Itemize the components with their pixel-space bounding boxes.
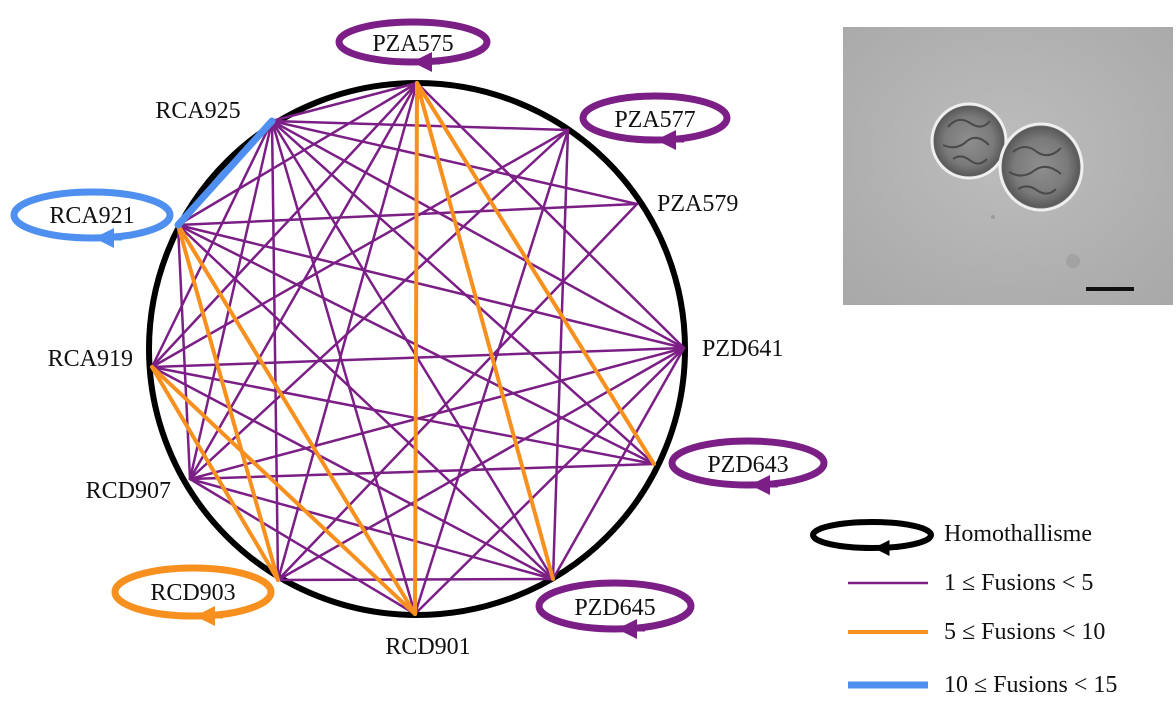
edge-PZA575-PZD645 bbox=[415, 81, 555, 581]
node-label-PZD641: PZD641 bbox=[702, 336, 783, 362]
self-loop-RCA921 bbox=[10, 188, 174, 248]
edge-PZD643-RCA925 bbox=[270, 119, 656, 466]
self-loop-PZD645 bbox=[535, 579, 695, 639]
self-loop-PZA577 bbox=[579, 92, 731, 150]
edge-PZA579-RCA925 bbox=[270, 119, 639, 206]
legend: Homothallisme 1 ≤ Fusions < 5 5 ≤ Fusion… bbox=[810, 519, 1117, 698]
edge-RCA919-RCA925 bbox=[150, 119, 274, 369]
node-label-PZA575: PZA575 bbox=[372, 31, 453, 57]
edge-RCD901-RCD907 bbox=[188, 477, 417, 616]
edge-PZD641-RCA925 bbox=[270, 119, 686, 350]
node-label-RCD907: RCD907 bbox=[86, 478, 171, 504]
edge-PZD645-RCD907 bbox=[188, 477, 555, 581]
legend-homothallism-icon bbox=[810, 519, 934, 556]
edge-PZD643-RCA919 bbox=[150, 365, 656, 466]
edge-RCD903-RCA925 bbox=[270, 119, 280, 582]
edge-RCD907-RCA921 bbox=[176, 223, 192, 481]
self-loop-RCD903 bbox=[111, 564, 275, 626]
legend-low-label: 1 ≤ Fusions < 5 bbox=[944, 570, 1093, 596]
edge-RCA925-RCA921 bbox=[174, 117, 276, 229]
edges-layer bbox=[150, 81, 686, 616]
node-label-PZA579: PZA579 bbox=[657, 191, 738, 217]
self-loop-PZD643 bbox=[668, 437, 828, 495]
legend-homothallism-label: Homothallisme bbox=[944, 521, 1092, 547]
edge-PZA577-RCA925 bbox=[270, 119, 570, 132]
edge-PZA577-RCA919 bbox=[150, 128, 570, 369]
edge-PZA575-RCA919 bbox=[150, 81, 419, 369]
edge-PZD641-RCA921 bbox=[176, 223, 686, 350]
cell-left bbox=[930, 102, 1008, 180]
edge-PZD641-RCD907 bbox=[188, 346, 686, 481]
edge-RCA921-RCD903 bbox=[176, 223, 280, 582]
edge-PZA579-RCD903 bbox=[276, 202, 639, 582]
legend-high-label: 10 ≤ Fusions < 15 bbox=[944, 672, 1117, 698]
edge-PZA579-RCA921 bbox=[176, 202, 639, 227]
edge-RCD907-RCA925 bbox=[188, 119, 274, 481]
node-label-PZD645: PZD645 bbox=[574, 595, 655, 621]
edge-PZD645-RCA919 bbox=[150, 365, 555, 581]
micrograph-photo bbox=[843, 27, 1173, 305]
node-label-RCD903: RCD903 bbox=[150, 580, 235, 606]
edge-PZA575-RCD903 bbox=[276, 81, 419, 582]
edge-PZD645-RCA921 bbox=[176, 223, 555, 581]
edge-RCD901-RCA925 bbox=[270, 119, 417, 616]
node-label-RCA919: RCA919 bbox=[48, 346, 133, 372]
edge-PZD641-RCD901 bbox=[413, 346, 686, 616]
scale-bar bbox=[1086, 287, 1134, 291]
edge-PZD645-RCA925 bbox=[270, 119, 555, 581]
node-label-RCA921: RCA921 bbox=[49, 203, 134, 229]
edge-PZA577-RCD901 bbox=[413, 128, 570, 616]
node-label-PZA577: PZA577 bbox=[614, 107, 695, 133]
node-label-PZD643: PZD643 bbox=[707, 452, 788, 478]
edge-PZA575-RCA925 bbox=[270, 81, 419, 123]
edge-PZA577-PZD645 bbox=[551, 128, 570, 581]
node-label-RCA925: RCA925 bbox=[155, 98, 240, 124]
node-label-RCD901: RCD901 bbox=[385, 634, 470, 660]
legend-mid-label: 5 ≤ Fusions < 10 bbox=[944, 619, 1105, 645]
self-loop-PZA575 bbox=[335, 18, 491, 72]
edge-RCA919-RCD901 bbox=[150, 365, 417, 616]
edge-PZA575-RCD901 bbox=[413, 81, 419, 616]
edge-PZA575-PZD643 bbox=[415, 81, 656, 466]
edge-RCA919-RCD903 bbox=[150, 365, 280, 582]
edge-PZA575-RCA921 bbox=[176, 81, 419, 227]
cell-right bbox=[998, 122, 1084, 212]
edge-RCA921-RCD901 bbox=[176, 223, 417, 616]
edge-PZD645-PZD641 bbox=[551, 346, 686, 581]
